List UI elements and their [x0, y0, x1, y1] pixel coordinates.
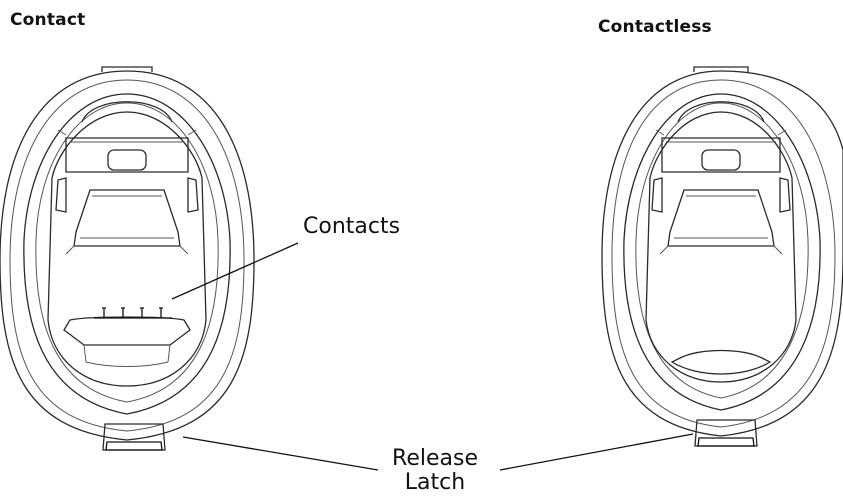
release-latch-callout-line1: Release	[392, 446, 478, 471]
release-leader-line-right	[499, 433, 694, 471]
contact-title: Contact	[10, 10, 86, 30]
contacts-leader-line	[171, 242, 299, 300]
contactless-title: Contactless	[598, 17, 712, 37]
contactless-release-latch	[694, 419, 758, 447]
contactless-cradle	[601, 66, 843, 447]
release-latch-callout: Release Latch	[380, 447, 490, 495]
contacts-callout: Contacts	[303, 214, 401, 239]
release-leader-line-left	[182, 436, 379, 471]
contactless-cradle-outer-shell	[601, 70, 843, 437]
contact-cradle-outer-shell	[0, 70, 255, 441]
contact-cradle	[0, 66, 255, 451]
contact-release-latch	[102, 423, 166, 451]
contact-pins	[94, 307, 172, 319]
release-latch-callout-line2: Latch	[404, 470, 466, 495]
